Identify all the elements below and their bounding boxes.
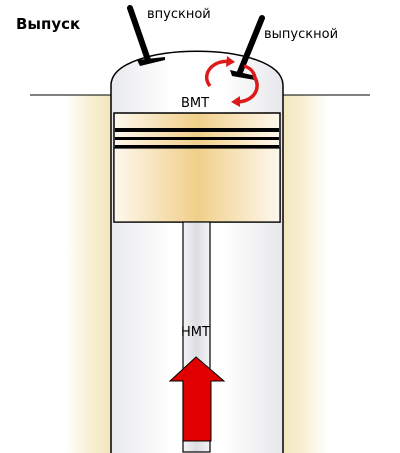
tdc-label: ВМТ: [181, 96, 210, 111]
exhaust-valve: [230, 15, 265, 80]
piston: [113, 112, 281, 223]
intake-valve-label: впускной: [147, 7, 211, 22]
piston-ring: [115, 145, 279, 148]
piston-direction-arrow: [168, 356, 226, 442]
cylinder-wall-right: [282, 95, 328, 453]
exhaust-swirl-arrows: [204, 56, 259, 107]
bdc-label: НМТ: [181, 325, 210, 340]
cylinder-wall-left: [65, 95, 111, 453]
intake-valve: [127, 5, 165, 66]
piston-ring: [115, 137, 279, 140]
piston-ring: [115, 128, 279, 132]
stroke-title: Выпуск: [16, 15, 81, 33]
exhaust-valve-label: выпускной: [264, 27, 339, 42]
